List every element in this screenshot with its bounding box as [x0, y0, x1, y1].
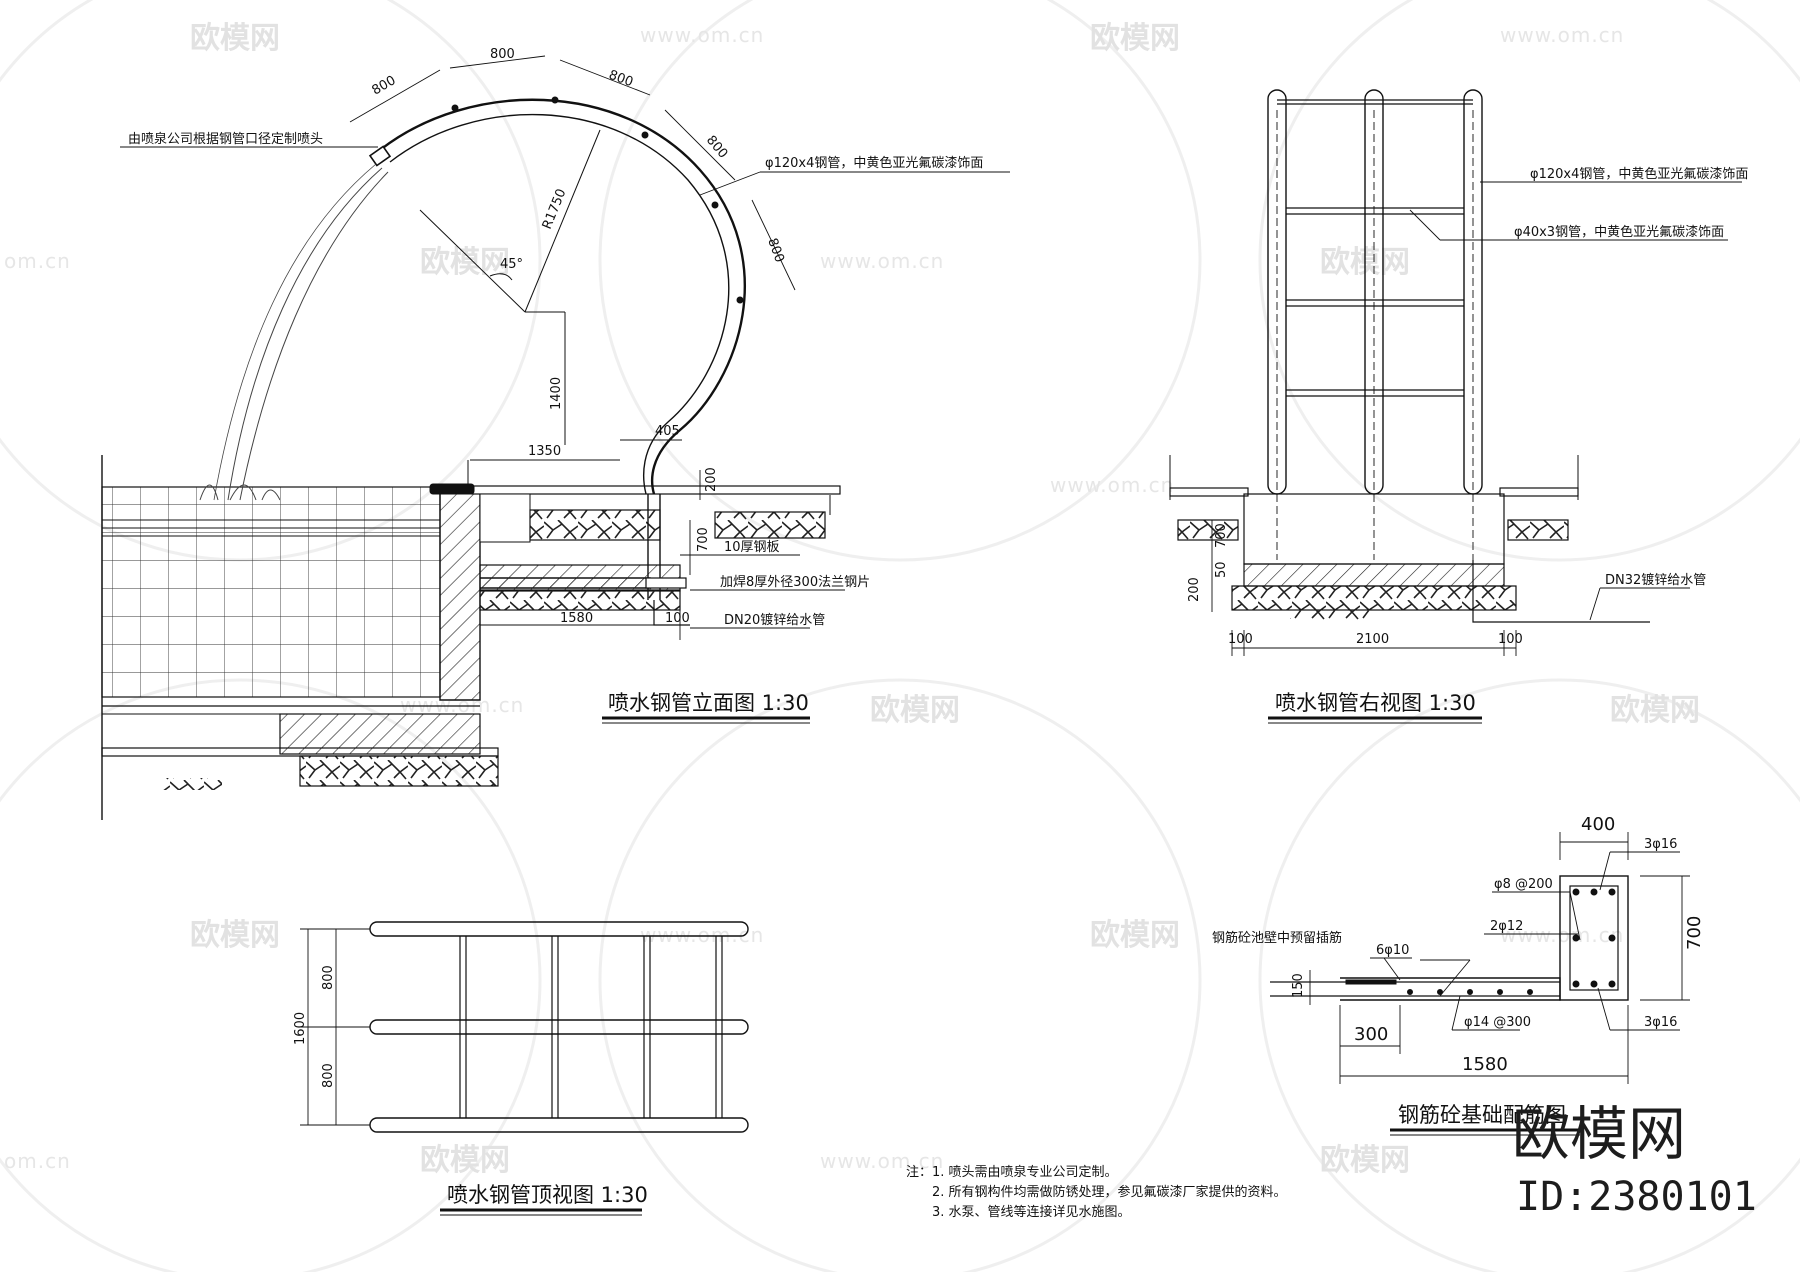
watermark-text: 欧模网: [1610, 693, 1700, 728]
plate-label: 10厚钢板: [724, 540, 780, 555]
dim-label: 1580: [560, 611, 593, 626]
watermark-url: www.om.cn: [1500, 923, 1624, 947]
dim-label: 400: [1581, 814, 1615, 835]
watermark-text: 欧模网: [420, 1143, 510, 1178]
top-view-title: 喷水钢管顶视图 1:30: [447, 1183, 648, 1207]
mid-bar-label: 2φ12: [1490, 919, 1523, 934]
brand-id: ID:2380101: [1516, 1174, 1757, 1220]
brand-name: 欧模网: [1512, 1100, 1686, 1168]
watermark-url: www.om.cn: [820, 249, 944, 273]
dist-bar-label: φ14 @300: [1464, 1015, 1531, 1030]
dim-label: 800: [490, 47, 515, 62]
dim-label: 800: [703, 133, 730, 162]
dim-label: 700: [696, 527, 711, 552]
dim-label: 200: [704, 467, 719, 492]
dim-label: 1600: [293, 1012, 308, 1045]
elevation-title: 喷水钢管立面图 1:30: [608, 691, 809, 715]
notes-head: 注：: [906, 1165, 932, 1180]
long-bar-label: 6φ10: [1376, 943, 1409, 958]
rebar-top-label: 3φ16: [1644, 837, 1677, 852]
dim-label: 200: [1187, 577, 1202, 602]
dim-label: 800: [321, 965, 336, 990]
watermark-text: 欧模网: [190, 918, 280, 953]
watermark-text: 欧模网: [190, 21, 280, 56]
rebar-title: 钢筋砼基础配筋图: [1398, 1103, 1566, 1127]
watermark-text: 欧模网: [1320, 1143, 1410, 1178]
watermark-url: www.om.cn: [640, 923, 764, 947]
rebar-text: 400 700 300 1580 150 3φ16 φ8 @200 2φ12 钢…: [1212, 814, 1705, 1127]
dim-label: 100: [1228, 632, 1253, 647]
pipe-label: φ120x4钢管，中黄色亚光氟碳漆饰面: [1530, 166, 1748, 182]
dim-label: 800: [764, 236, 787, 264]
rebar-bot-label: 3φ16: [1644, 1015, 1677, 1030]
top-view-text: 800 1600 800 喷水钢管顶视图 1:30: [293, 965, 648, 1207]
stirrup-label: φ8 @200: [1494, 877, 1553, 892]
watermark-text: 欧模网: [870, 693, 960, 728]
elevation-view: [101, 55, 1010, 820]
watermark-url: om.cn: [4, 1149, 71, 1173]
dim-label: 300: [1354, 1024, 1388, 1045]
right-view-title: 喷水钢管右视图 1:30: [1275, 691, 1476, 715]
dim-label: R1750: [540, 187, 570, 232]
dim-label: 1350: [528, 444, 561, 459]
dim-label: 700: [1214, 523, 1229, 548]
top-view: [300, 921, 749, 1216]
dim-label: 800: [607, 68, 635, 91]
dim-label: 100: [665, 611, 690, 626]
dim-label: 1400: [549, 377, 564, 410]
watermark-url: www.om.cn: [640, 23, 764, 47]
note-item: 2. 所有钢构件均需做防锈处理，参见氟碳漆厂家提供的资料。: [932, 1184, 1287, 1200]
dim-label: 800: [321, 1063, 336, 1088]
watermark-url: www.om.cn: [1050, 473, 1174, 497]
dim-label: 150: [1291, 973, 1306, 998]
note-item: 1. 喷头需由喷泉专业公司定制。: [932, 1164, 1118, 1180]
right-side-view: [1169, 89, 1742, 724]
watermark-url: om.cn: [4, 249, 71, 273]
pipe-label: φ120x4钢管，中黄色亚光氟碳漆饰面: [765, 155, 983, 171]
brand-stamp: 欧模网 ID:2380101: [1512, 1100, 1757, 1220]
dim-label: 2100: [1356, 632, 1389, 647]
watermark-text: 欧模网: [1090, 21, 1180, 56]
watermark-url: www.om.cn: [820, 1149, 944, 1173]
dim-label: 700: [1684, 916, 1705, 950]
watermark-text: 欧模网: [420, 245, 510, 280]
note-item: 3. 水泵、管线等连接详见水施图。: [932, 1204, 1131, 1220]
dowel-label: 钢筋砼池壁中预留插筋: [1212, 930, 1342, 946]
watermark-url: www.om.cn: [1500, 23, 1624, 47]
dim-label: 100: [1498, 632, 1523, 647]
rebar-detail: [1270, 832, 1690, 1136]
nozzle-label: 由喷泉公司根据钢管口径定制喷头: [128, 131, 323, 147]
dim-label: 800: [370, 73, 399, 98]
dim-label: 50: [1214, 561, 1229, 578]
right-view-text: φ120x4钢管，中黄色亚光氟碳漆饰面 φ40x3钢管，中黄色亚光氟碳漆饰面 D…: [1187, 166, 1748, 715]
dim-label: 1580: [1462, 1054, 1508, 1075]
flange-label: 加焊8厚外径300法兰钢片: [720, 574, 870, 590]
water-pipe-label: DN32镀锌给水管: [1605, 572, 1706, 588]
water-pipe-label: DN20镀锌给水管: [724, 612, 825, 628]
dim-label: 45°: [500, 257, 523, 272]
dim-label: 405: [655, 424, 680, 439]
watermark-text: 欧模网: [1090, 918, 1180, 953]
notes: 注： 1. 喷头需由喷泉专业公司定制。 2. 所有钢构件均需做防锈处理，参见氟碳…: [906, 1164, 1287, 1220]
pipe2-label: φ40x3钢管，中黄色亚光氟碳漆饰面: [1514, 224, 1724, 240]
